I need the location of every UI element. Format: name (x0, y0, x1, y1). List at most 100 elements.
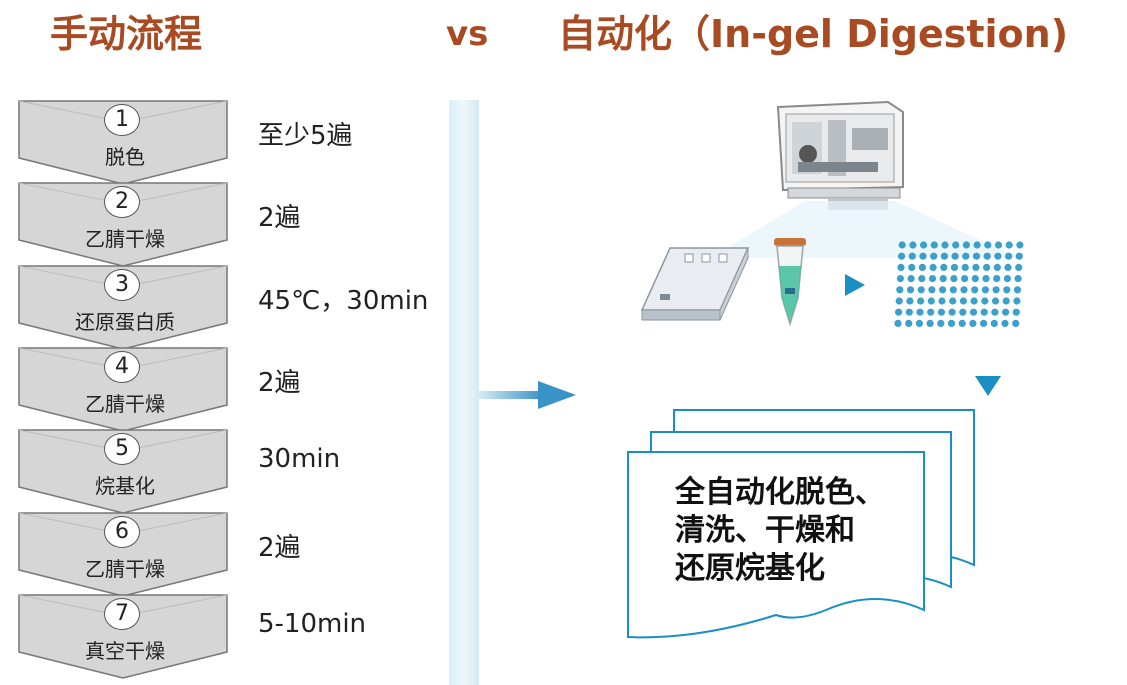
plate-well (908, 263, 916, 271)
plate-well (896, 275, 904, 283)
plate-well (1012, 319, 1020, 327)
process-step: 3 还原蛋白质 45℃，30min (18, 264, 428, 351)
plate-well (950, 263, 959, 271)
plate-well (992, 286, 1000, 294)
automation-title: 自动化（In-gel Digestion) (558, 12, 1069, 56)
plate-well (991, 297, 1000, 305)
plate-well (1016, 241, 1024, 249)
result-line: 还原烷基化 (675, 551, 825, 586)
plate-well (1013, 297, 1021, 305)
plate-well (917, 297, 925, 305)
plate-well (959, 308, 967, 316)
plate-well (972, 252, 981, 260)
plate-well (908, 252, 916, 260)
step-name-label: 乙腈干燥 (85, 227, 165, 252)
plate-well (959, 297, 967, 305)
plate-well (937, 308, 945, 316)
result-line: 清洗、干燥和 (675, 513, 855, 548)
plate-well (1001, 319, 1009, 327)
down-arrow-icon (975, 376, 1001, 396)
plate-well (1013, 286, 1022, 294)
plate-well (951, 252, 959, 260)
plate-well (981, 297, 989, 305)
plate-well (1002, 308, 1010, 316)
plate-well (930, 252, 938, 260)
plate-well (971, 275, 979, 283)
step-number-badge: 2 (104, 186, 140, 219)
plate-well (927, 297, 935, 305)
step-number-badge: 1 (104, 104, 140, 136)
plate-well (939, 286, 947, 294)
plate-well (1015, 252, 1023, 260)
plate-well (948, 308, 956, 316)
plate-well (962, 252, 970, 260)
plate-well (907, 275, 915, 283)
plate-well (972, 263, 980, 271)
plate-well (905, 319, 913, 327)
step-detail-label: 5-10min (258, 608, 367, 639)
chevron-shape (18, 429, 228, 514)
plate-well (969, 308, 978, 316)
step-name-label: 乙腈干燥 (85, 391, 165, 416)
well-plate-icon (894, 241, 1024, 327)
step-name-label: 还原蛋白质 (75, 309, 175, 334)
step-number-badge: 5 (104, 433, 140, 466)
plate-well (898, 241, 906, 249)
plate-well (1004, 263, 1012, 271)
plate-well (970, 297, 978, 305)
plate-well (905, 308, 913, 316)
plate-well (993, 275, 1001, 283)
plate-well (990, 319, 998, 327)
plate-well (973, 241, 981, 249)
plate-well (894, 319, 902, 327)
step-name-label: 脱色 (105, 145, 145, 169)
plate-well (994, 241, 1003, 249)
plate-well (971, 286, 979, 294)
plate-well (941, 241, 949, 249)
right-arrow-icon (478, 381, 576, 409)
plate-well (939, 275, 947, 283)
step-detail-label: 2遍 (258, 203, 301, 234)
vs-label: vs (446, 14, 489, 54)
plate-well (991, 308, 999, 316)
plate-well (981, 286, 989, 294)
plate-well (952, 241, 960, 249)
plate-well (1015, 263, 1023, 271)
process-step: 7 真空干燥 5-10min (18, 594, 366, 680)
step-detail-label: 45℃，30min (258, 285, 429, 316)
plate-well (982, 275, 990, 283)
step-name-label: 真空干燥 (85, 638, 165, 663)
step-number-badge: 4 (104, 350, 140, 383)
step-number-badge: 6 (104, 515, 140, 548)
plate-well (980, 319, 988, 327)
plate-well (1014, 275, 1022, 283)
plate-well (915, 319, 923, 327)
plate-well (994, 252, 1002, 260)
plate-well (969, 319, 977, 327)
plate-well (937, 319, 945, 327)
plate-well (940, 252, 948, 260)
plate-well (906, 297, 914, 305)
plate-well (916, 308, 924, 316)
plate-well (983, 252, 991, 260)
step-number-badge: 7 (104, 597, 140, 630)
step-detail-label: 30min (258, 444, 341, 475)
plate-well (906, 286, 915, 294)
plate-well (1002, 297, 1010, 305)
plate-well (947, 319, 956, 327)
plate-well (993, 263, 1001, 271)
plate-well (938, 297, 946, 305)
plate-well (949, 286, 957, 294)
plate-well (1005, 241, 1013, 249)
plate-well (897, 263, 905, 271)
gel-slab-icon (640, 247, 750, 321)
plate-well (920, 241, 928, 249)
step-number-badge: 3 (104, 268, 140, 301)
step-name-label: 乙腈干燥 (85, 556, 165, 581)
plate-well (940, 263, 948, 271)
plate-well (927, 308, 935, 316)
plate-well (926, 319, 934, 327)
